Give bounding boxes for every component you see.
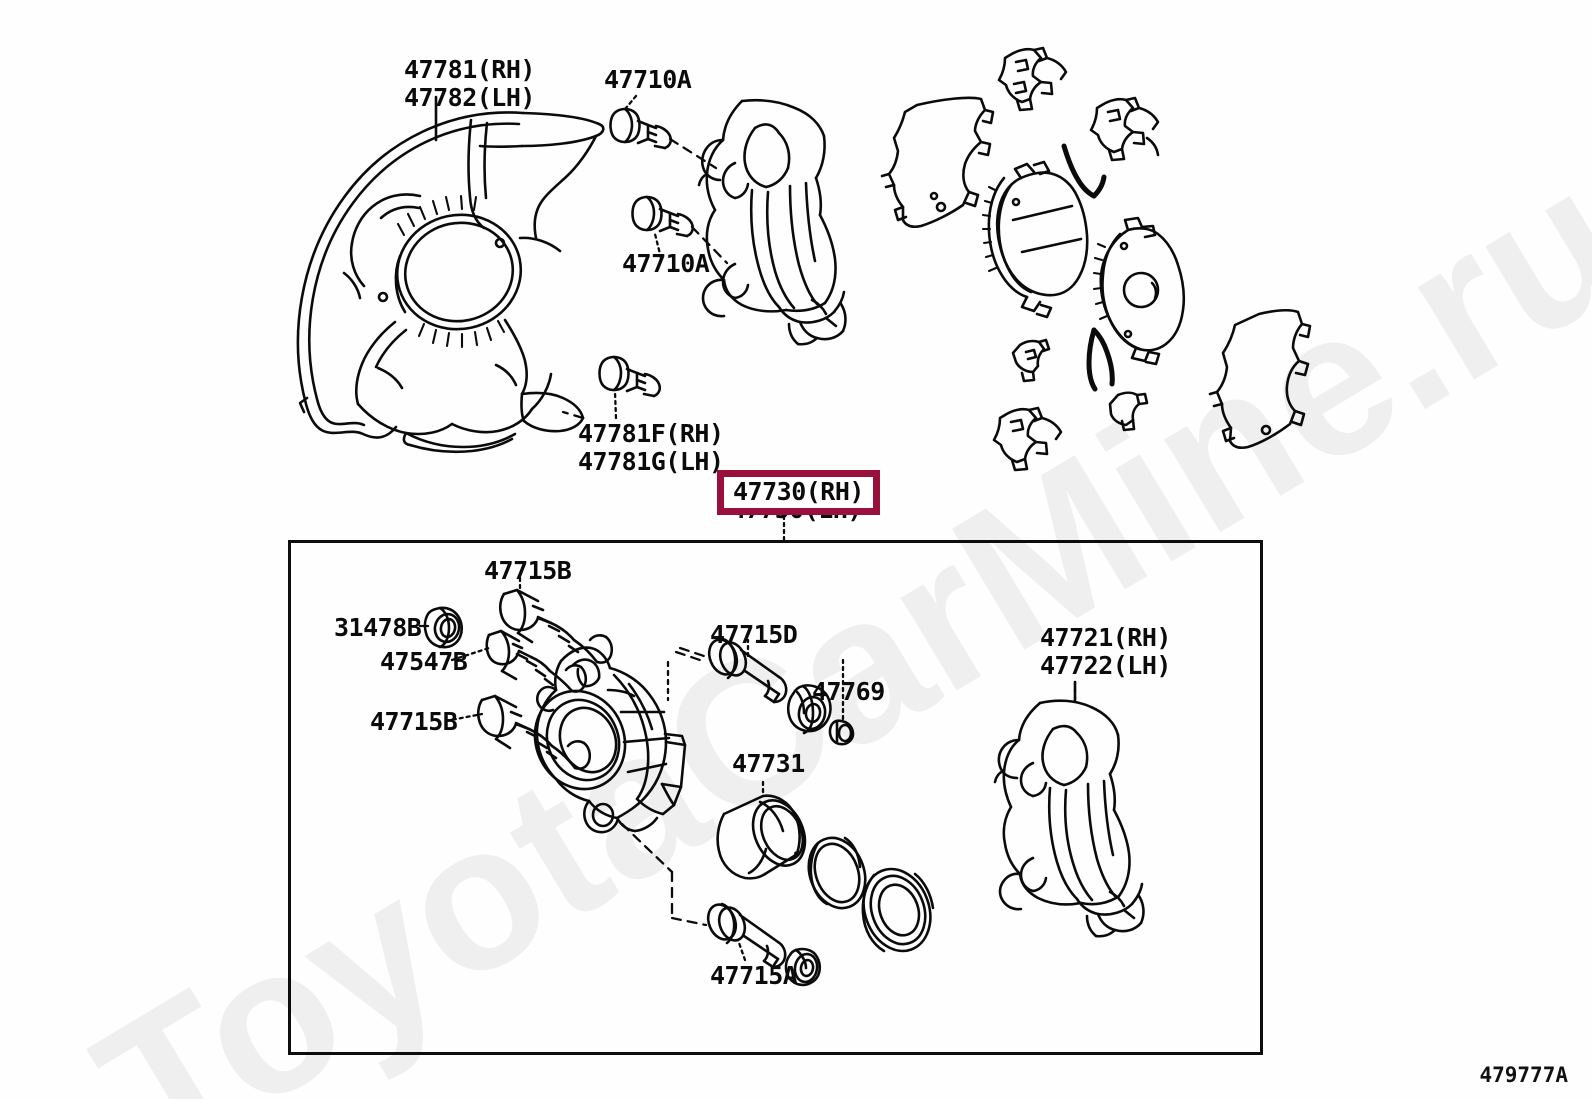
label-bleeder-cap: 31478B: [334, 613, 422, 642]
dust-cover-shape: [296, 111, 605, 454]
label-mounting-bracket: 47721(RH) 47722(LH): [1040, 624, 1171, 680]
label-slide-pin-lower: 47715A: [710, 961, 798, 990]
diagram-id-code: 479777A: [1479, 1063, 1568, 1087]
label-piston: 47731: [732, 749, 805, 778]
label-bleeder-plug: 47547B: [380, 647, 468, 676]
bleeder-cap-shape: [423, 606, 464, 649]
label-slide-bolt-upper: 47715B: [484, 556, 572, 585]
caliper-piston-shape: [716, 794, 807, 880]
label-dust-cover-rh: 47781(RH): [404, 55, 535, 84]
caliper-mounting-bolt-upper-shape: [609, 107, 673, 150]
bushing-lower-shape: [784, 947, 822, 987]
label-caliper-assy-rh-highlighted[interactable]: 47730(RH): [717, 470, 880, 516]
caliper-assembly-panel: [288, 540, 1263, 1055]
slide-bolt-upper-shape: [498, 588, 614, 664]
label-dust-cover-bolt: 47781F(RH) 47781G(LH): [578, 420, 724, 476]
slide-pin-lower-shape: [706, 902, 787, 969]
caliper-body-shape: [533, 646, 687, 834]
pin-boot-shape: [786, 684, 832, 735]
bushing-small-shape: [828, 719, 855, 746]
label-bushing: 47769: [812, 677, 885, 706]
piston-dust-boot-shape: [861, 867, 935, 953]
label-bolt-upper: 47710A: [604, 65, 692, 94]
caliper-mounting-bolt-lower-shape: [631, 195, 695, 238]
label-bolt-lower: 47710A: [622, 249, 710, 278]
slide-pin-upper-shape: [707, 637, 788, 704]
label-mounting-bracket-rh: 47721(RH): [1040, 623, 1171, 652]
piston-seal-ring-1-shape: [807, 836, 867, 910]
upper-caliper-bracket-shape: [697, 98, 847, 346]
label-mounting-bracket-lh: 47722(LH): [1040, 651, 1171, 680]
leader-lines: [418, 94, 1077, 962]
label-dust-cover-bolt-rh: 47781F(RH): [578, 419, 724, 448]
label-slide-pin-upper: 47715D: [710, 620, 798, 649]
dust-cover-bolt-shape: [598, 355, 662, 398]
label-slide-bolt-lower: 47715B: [370, 707, 458, 736]
brake-pad-group-shape: [880, 46, 1312, 472]
label-dust-cover-bolt-lh: 47781G(LH): [578, 447, 724, 476]
label-dust-cover: 47781(RH) 47782(LH): [404, 56, 535, 112]
label-dust-cover-lh: 47782(LH): [404, 83, 535, 112]
mounting-bracket-shape: [993, 699, 1145, 938]
leader-stems: [434, 95, 1077, 702]
